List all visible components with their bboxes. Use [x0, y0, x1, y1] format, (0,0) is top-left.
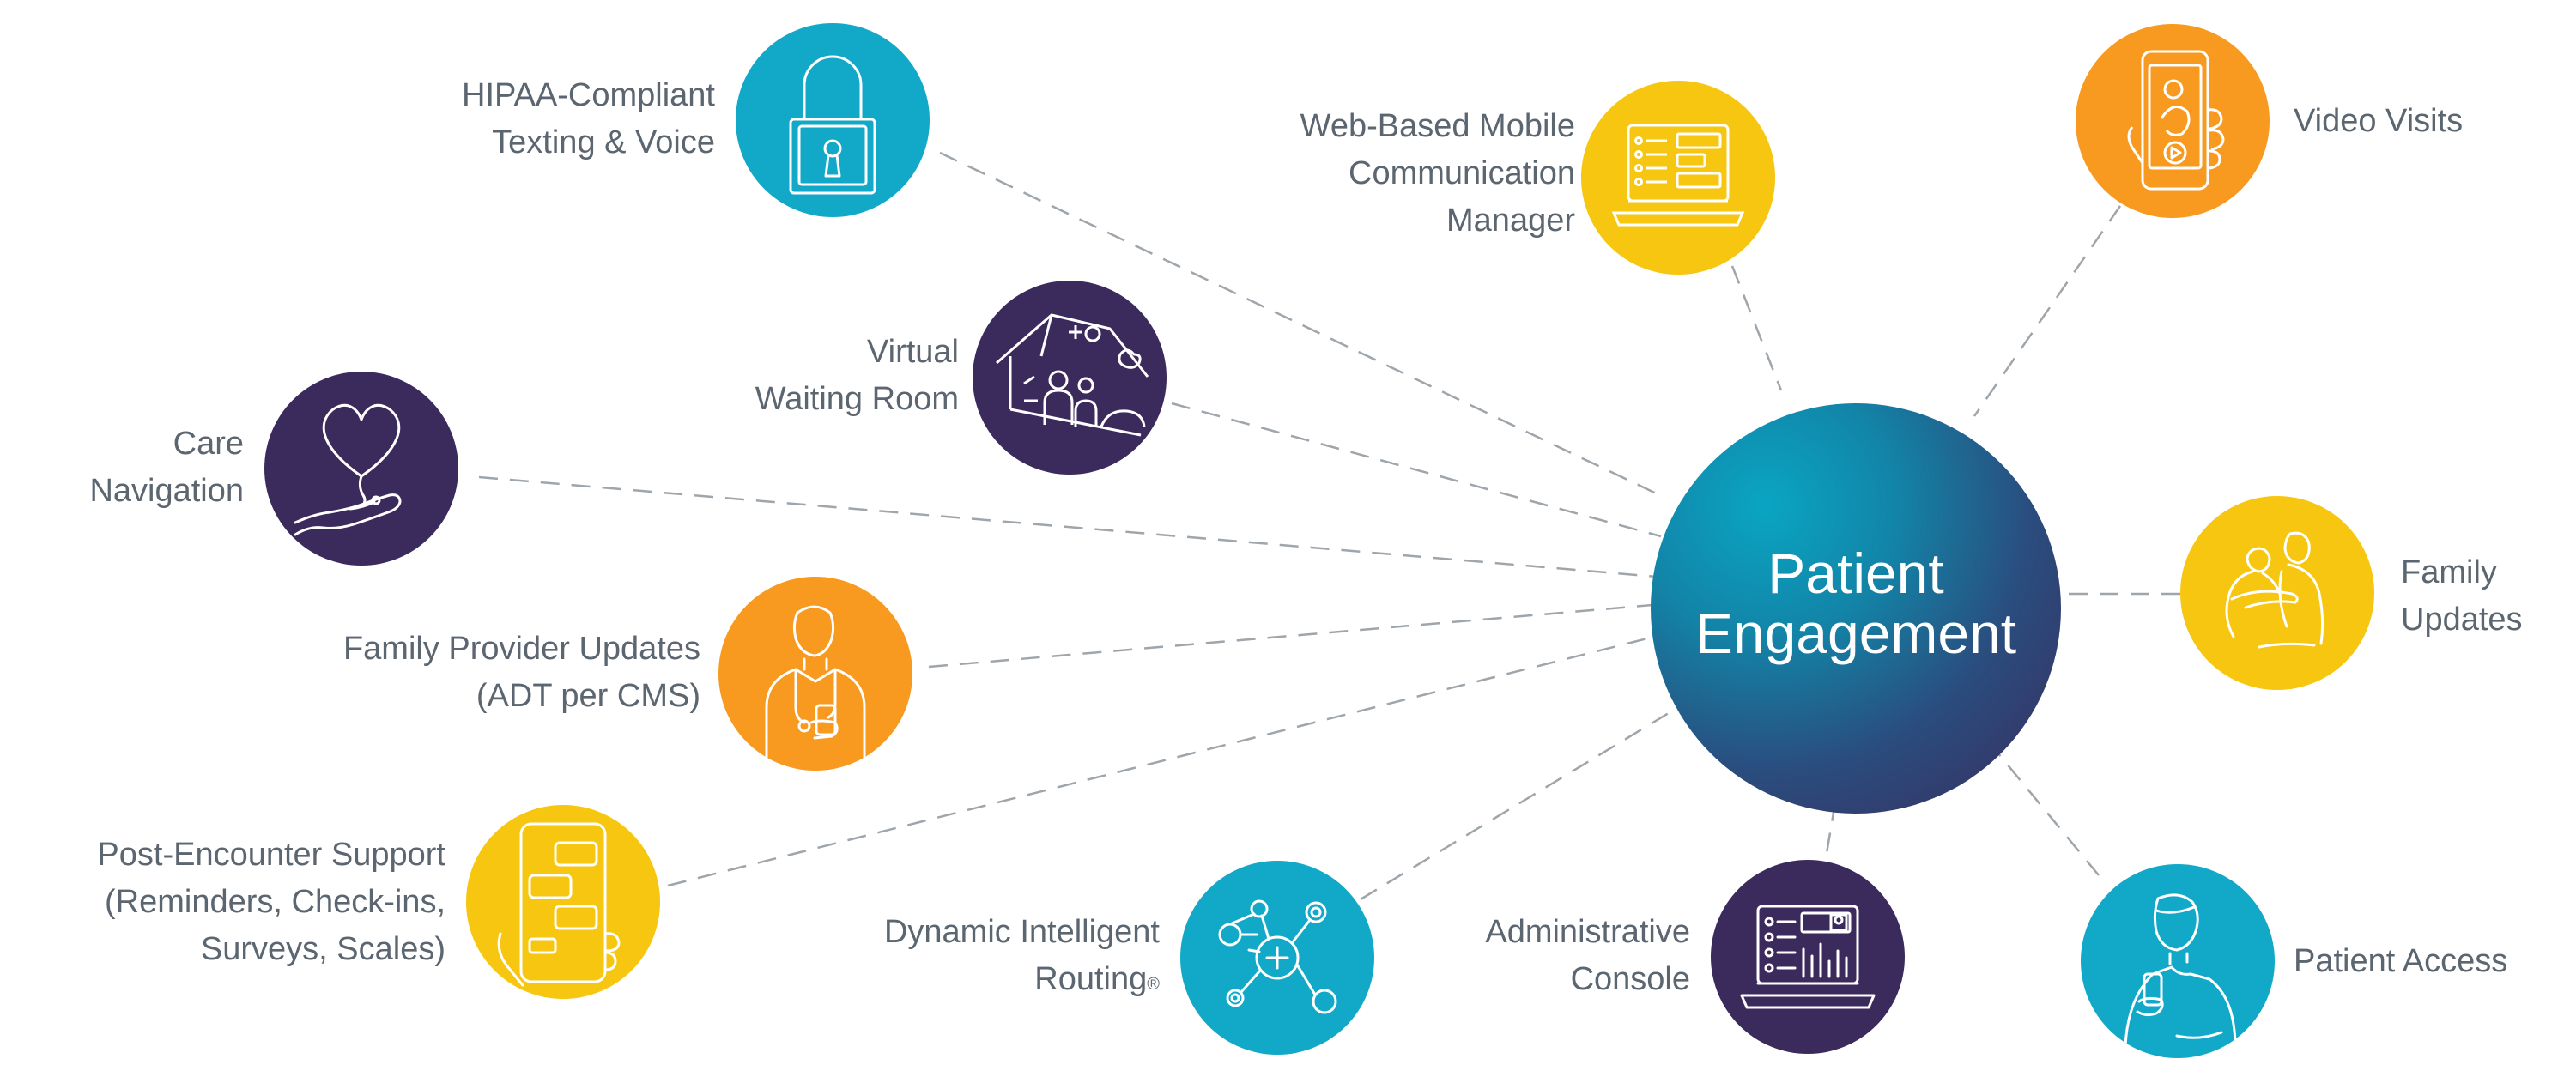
- connector-routing: [1360, 702, 1685, 901]
- padlock-icon: [789, 55, 876, 195]
- label-virtual: Virtual Waiting Room: [755, 334, 959, 417]
- connector-web-based: [1730, 265, 1783, 391]
- node-family-updates: [2180, 496, 2374, 690]
- label-web-based: Web-Based Mobile Communication Manager: [1300, 108, 1575, 239]
- label-admin: Administrative Console: [1485, 914, 1690, 997]
- hub-title-line2: Engagement: [1694, 602, 2017, 665]
- connector-post-encounter: [667, 633, 1662, 887]
- node-video: [2076, 24, 2270, 218]
- label-post-encounter: Post-Encounter Support (Reminders, Check…: [97, 837, 445, 967]
- label-video: Video Visits: [2294, 103, 2464, 139]
- phone-video-icon: [2127, 50, 2225, 191]
- label-routing: Dynamic Intelligent Routing®: [883, 914, 1160, 997]
- chat-phone-icon: [497, 822, 621, 987]
- provider-phone-icon: [765, 605, 866, 760]
- dashboard-laptop-icon: [1740, 905, 1876, 1009]
- label-family-updates: Family Updates: [2401, 554, 2523, 638]
- node-care: [264, 372, 458, 566]
- connector-video: [1973, 205, 2122, 417]
- connector-care: [478, 475, 1658, 578]
- laptop-icon: [1611, 124, 1745, 227]
- hub-title-line1: Patient: [1767, 542, 1944, 605]
- node-admin: [1711, 860, 1905, 1054]
- node-post-encounter: [466, 805, 660, 999]
- connector-virtual: [1171, 402, 1662, 538]
- node-patient-access: [2081, 864, 2275, 1058]
- waiting-room-icon: [996, 313, 1149, 437]
- label-care: Care Navigation: [89, 426, 244, 509]
- connector-hipaa: [939, 151, 1666, 499]
- person-phone-icon: [2124, 893, 2237, 1050]
- family-embrace-icon: [2225, 531, 2324, 649]
- heart-hand-icon: [294, 403, 402, 536]
- node-virtual: [973, 281, 1167, 475]
- label-patient-access: Patient Access: [2294, 943, 2508, 979]
- node-routing: [1180, 861, 1374, 1055]
- connector-admin: [1822, 802, 1837, 869]
- node-family-provider: [718, 577, 912, 771]
- network-plus-icon: [1218, 899, 1337, 1014]
- label-hipaa: HIPAA-Compliant Texting & Voice: [462, 77, 715, 160]
- connector-patient-access: [1989, 742, 2100, 876]
- patient-engagement-hub: Patient Engagement: [1651, 403, 2061, 814]
- label-family-provider: Family Provider Updates (ADT per CMS): [342, 631, 700, 714]
- node-hipaa: [736, 23, 930, 217]
- connector-family-provider: [928, 603, 1653, 669]
- node-web-based: [1581, 81, 1775, 275]
